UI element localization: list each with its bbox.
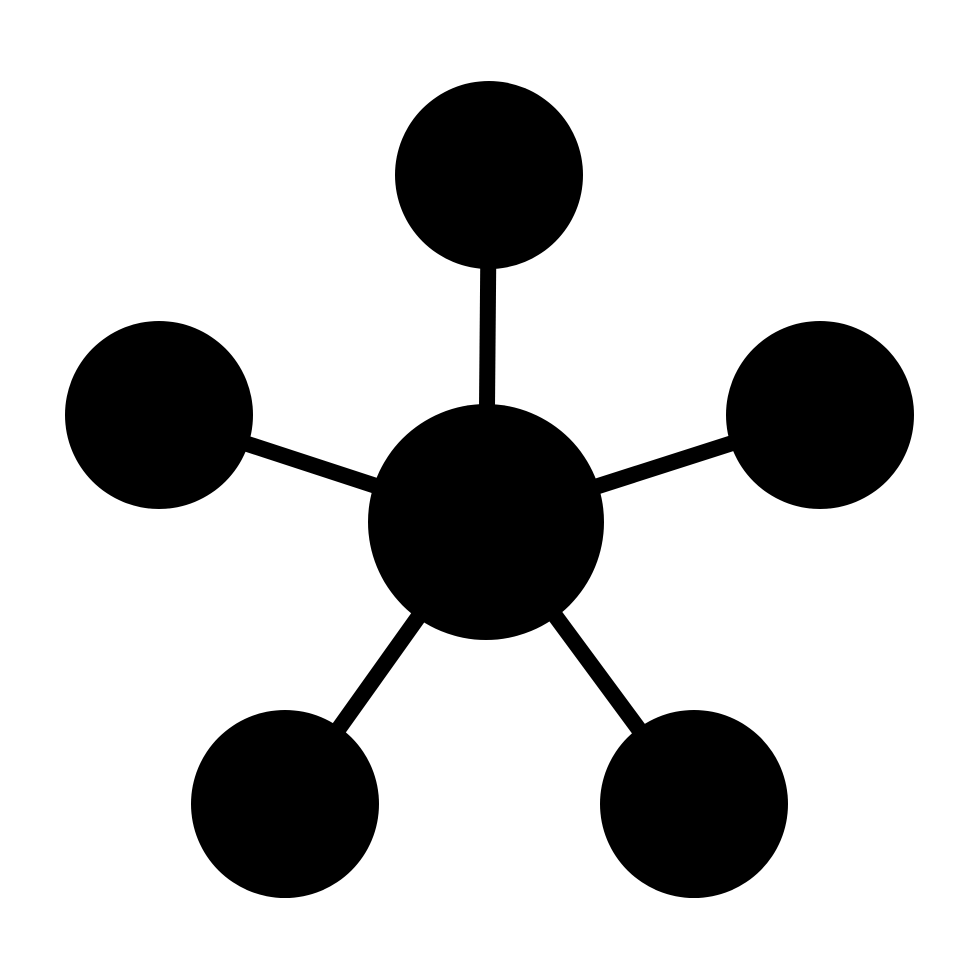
node-top — [395, 81, 583, 269]
hub-node — [368, 404, 604, 640]
node-bottom-left — [191, 710, 379, 898]
node-bottom-right — [600, 710, 788, 898]
nodes — [65, 81, 914, 898]
node-left — [65, 321, 253, 509]
node-right — [726, 321, 914, 509]
